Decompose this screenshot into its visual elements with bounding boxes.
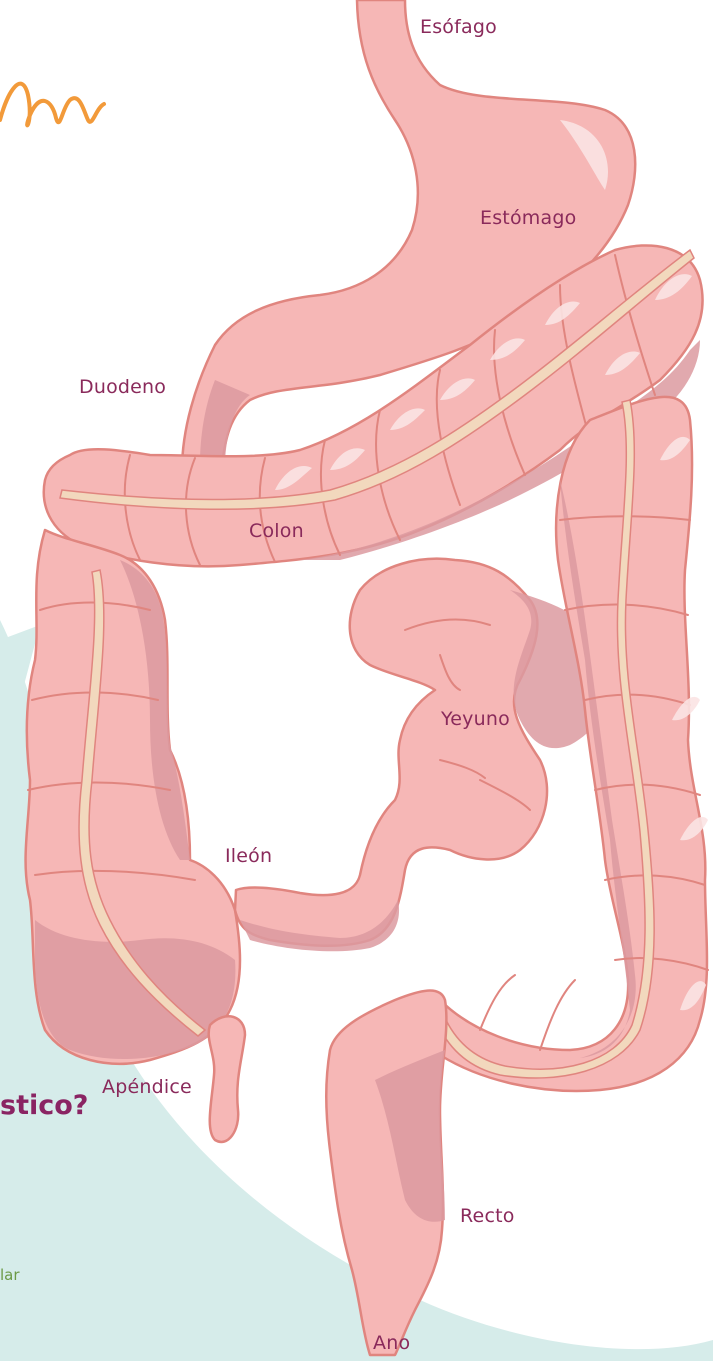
label-colon: Colon (249, 520, 304, 542)
appendix-shape (209, 1016, 245, 1142)
label-ano: Ano (373, 1332, 410, 1354)
label-esofago: Esófago (420, 16, 497, 38)
decorative-squiggle (0, 84, 104, 126)
label-yeyuno: Yeyuno (441, 708, 510, 730)
label-duodeno: Duodeno (79, 376, 166, 398)
label-recto: Recto (460, 1205, 515, 1227)
label-apendice: Apéndice (102, 1076, 192, 1098)
label-estomago: Estómago (480, 207, 576, 229)
jejunum-ileum-shape (235, 559, 547, 946)
label-ileon: Ileón (225, 845, 272, 867)
partial-caption: lar (0, 1266, 20, 1284)
partial-heading: stico? (0, 1090, 88, 1121)
